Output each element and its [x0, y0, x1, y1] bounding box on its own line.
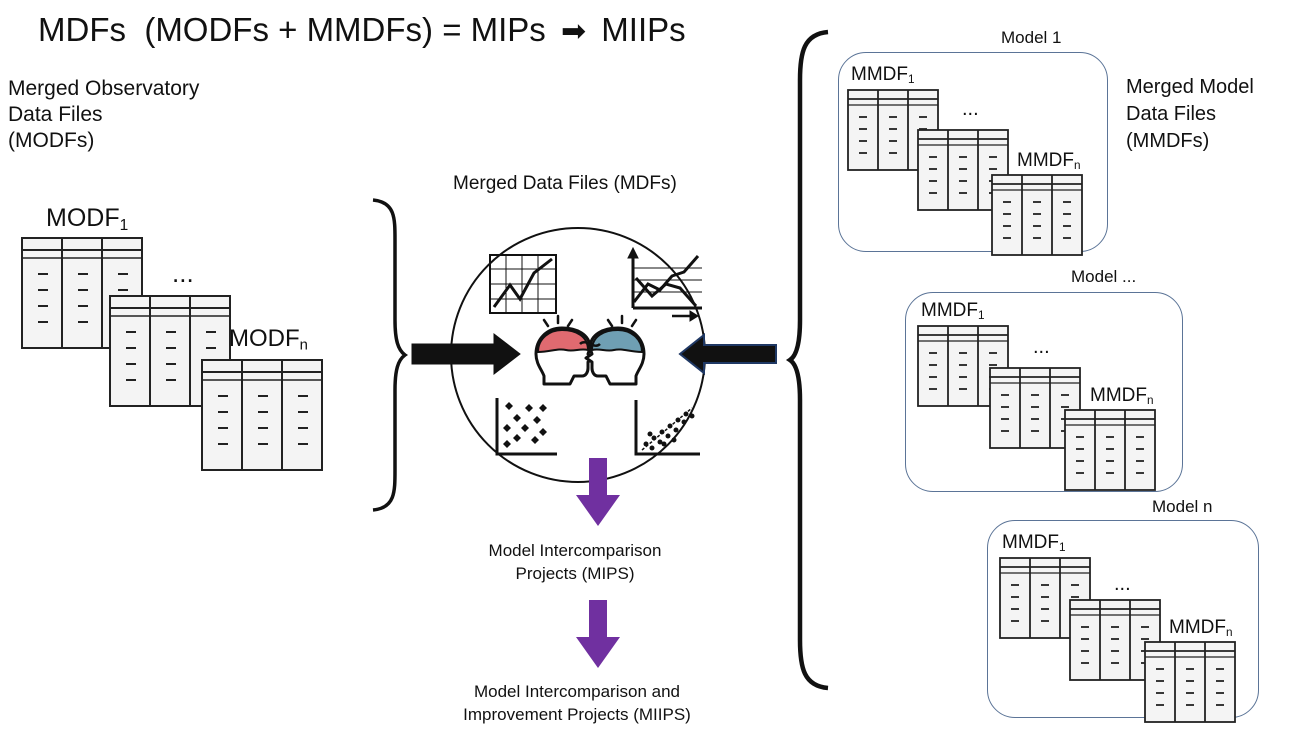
down-arrow-miips — [576, 600, 620, 668]
modf-ellipsis: ... — [172, 258, 194, 288]
right-brace — [785, 29, 829, 691]
model-2-ellipsis: ... — [1033, 336, 1050, 358]
model-title-1: Model 1 — [1001, 28, 1062, 47]
model-title-2: Model ... — [1071, 267, 1137, 286]
model-1-first-label: MMDF1 — [851, 64, 915, 86]
line-chart-icon — [489, 254, 557, 314]
left-brace — [372, 198, 409, 512]
right-brain-icon — [590, 328, 644, 354]
modf-last-label: MODFn — [229, 325, 308, 354]
model-2-first-label: MMDF1 — [921, 300, 985, 322]
modf-table-icons — [21, 237, 323, 471]
regression-plot-icon — [634, 400, 700, 456]
down-arrow-mips — [576, 458, 620, 526]
model-2-last-label: MMDFn — [1090, 385, 1154, 407]
miips-label: Model Intercomparison and Improvement Pr… — [463, 682, 691, 724]
right-input-arrow — [678, 332, 777, 376]
modf-first-label: MODF1 — [46, 204, 129, 234]
mips-label: Model Intercomparison Projects (MIPS) — [488, 541, 662, 583]
mmdfs-label: Merged Model Data Files (MMDFs) — [1126, 76, 1254, 152]
model-1-ellipsis: ... — [962, 98, 979, 120]
collaborating-heads-icon — [534, 314, 646, 386]
title-lhs: MDFs — [38, 11, 126, 48]
model-box-1 — [838, 52, 1108, 252]
scatter-plot-icon — [495, 398, 557, 456]
model-box-3 — [987, 520, 1259, 718]
model-2-table-icons — [917, 325, 1156, 491]
model-3-table-icons — [999, 557, 1236, 723]
model-1-last-label: MMDFn — [1017, 150, 1081, 172]
model-1-table-icons — [847, 89, 1083, 256]
modfs-label: Merged Observatory Data Files (MODFs) — [8, 77, 200, 152]
left-input-arrow — [411, 332, 521, 376]
model-3-first-label: MMDF1 — [1002, 532, 1066, 554]
right-arrow-icon: ➡ — [560, 15, 587, 48]
model-box-2 — [905, 292, 1183, 492]
title-rhs: MIIPs — [601, 11, 686, 48]
title-expression: (MODFs + MMDFs) = MIPs — [144, 11, 546, 48]
model-3-last-label: MMDFn — [1169, 617, 1233, 639]
model-title-3: Model n — [1152, 497, 1213, 516]
trend-chart-icon — [627, 246, 702, 322]
model-3-ellipsis: ... — [1114, 573, 1131, 595]
mdfs-label: Merged Data Files (MDFs) — [453, 173, 677, 194]
diagram-title: MDFs (MODFs + MMDFs) = MIPs ➡ MIIPs — [38, 10, 686, 52]
left-brain-icon — [536, 328, 590, 354]
